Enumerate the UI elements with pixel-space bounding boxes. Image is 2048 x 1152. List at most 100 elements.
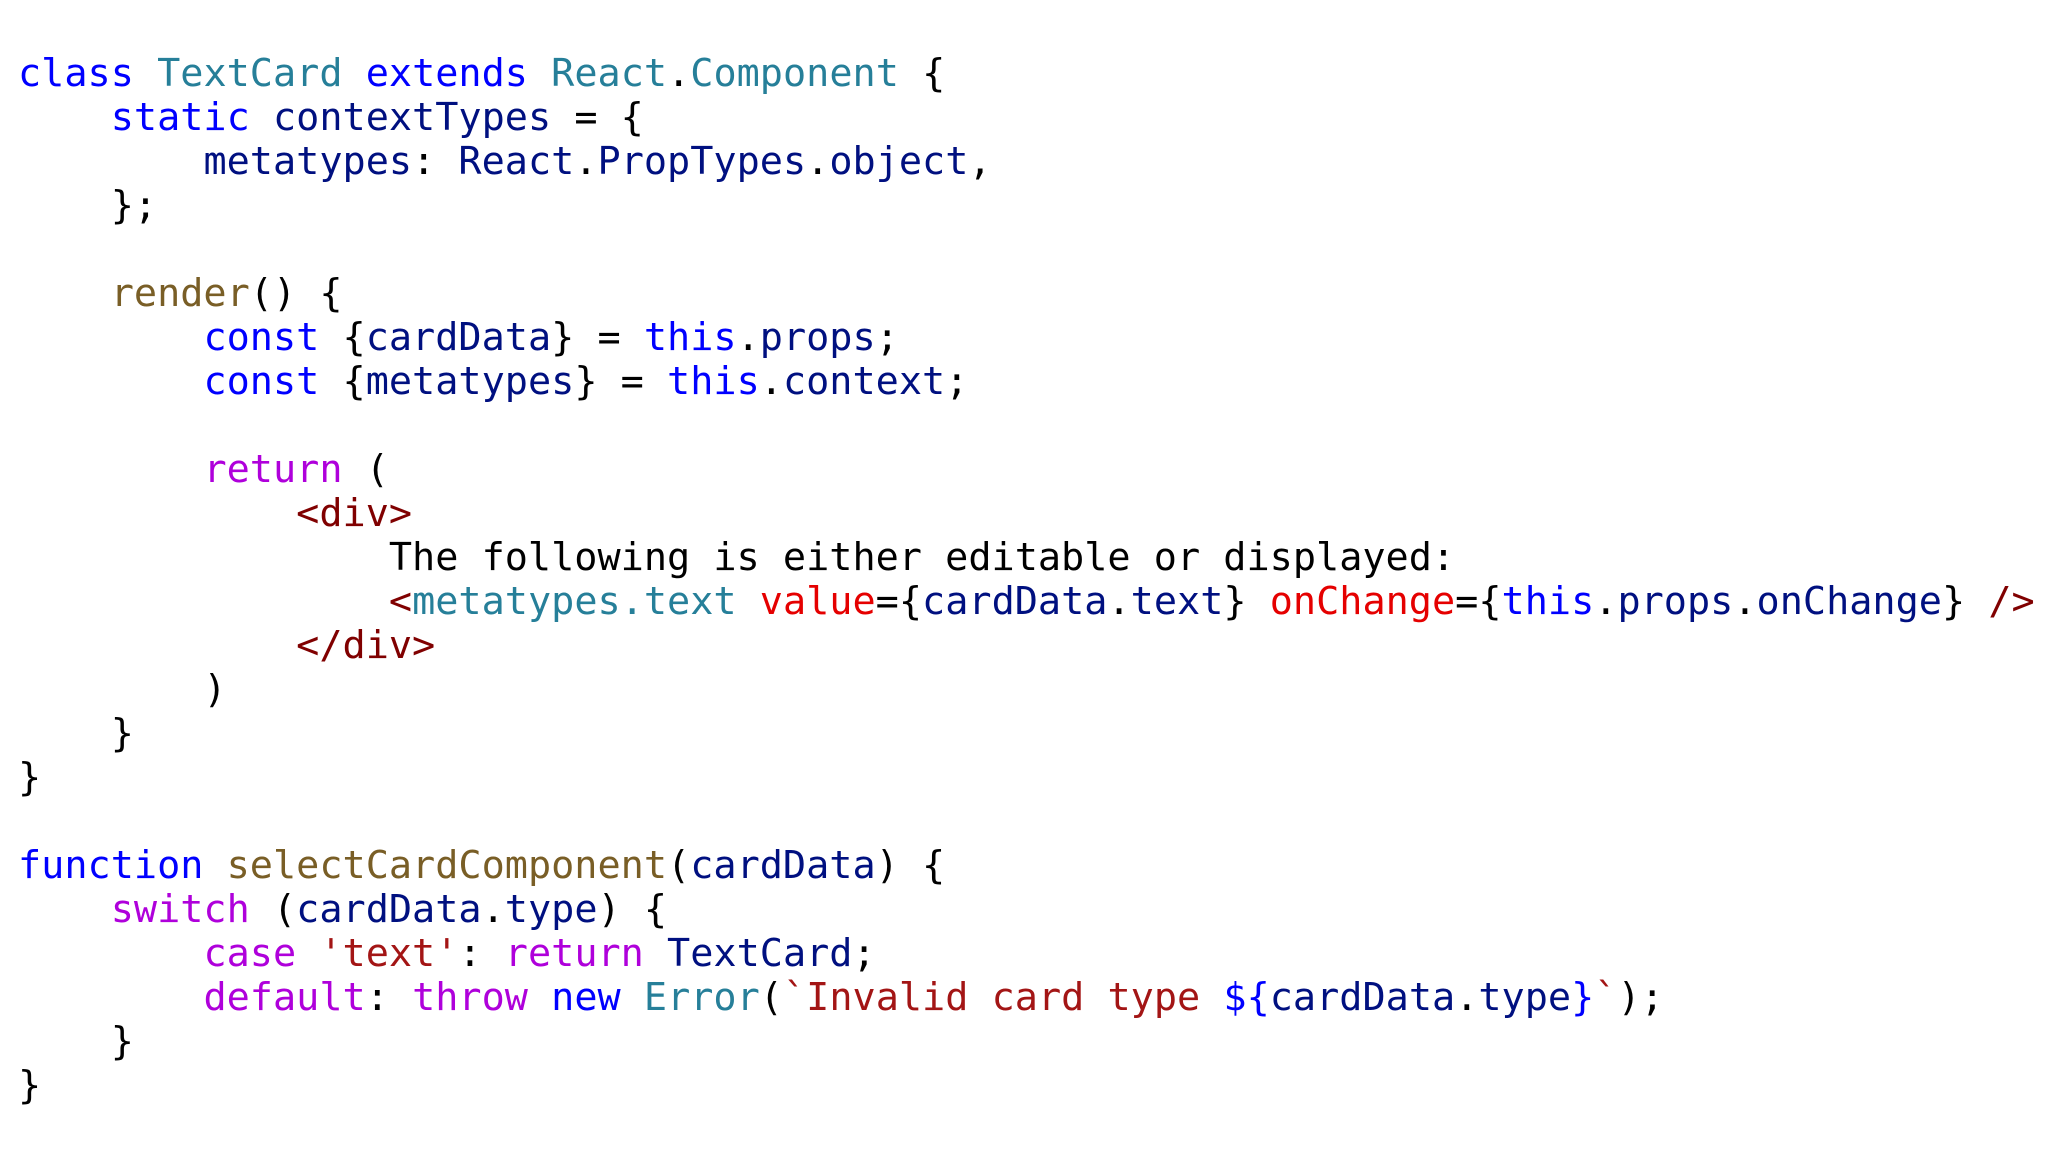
code-token: cardData (296, 887, 482, 932)
code-token (18, 271, 111, 316)
code-token: type (504, 887, 598, 932)
code-line: } (18, 1064, 2038, 1108)
code-token: . (574, 139, 598, 184)
code-token: ); (1617, 975, 1664, 1020)
code-editor[interactable]: class TextCard extends React.Component {… (18, 52, 2038, 1142)
code-token: function (18, 843, 204, 888)
code-token: } (18, 755, 42, 800)
code-token: . (806, 139, 830, 184)
code-token: ; (875, 315, 899, 360)
code-token (18, 491, 296, 536)
code-token: ={ (1455, 579, 1502, 624)
code-token: cardData (1269, 975, 1456, 1020)
code-token (343, 52, 366, 96)
code-token (203, 843, 226, 888)
code-token: extends (365, 52, 528, 96)
code-line: } (18, 1020, 2038, 1064)
code-token: return (504, 931, 644, 976)
code-token: metatypes (365, 359, 575, 404)
code-line: switch (cardData.type) { (18, 888, 2038, 932)
code-token: contextTypes (272, 95, 552, 140)
code-token: throw (412, 975, 528, 1020)
code-token: new (551, 975, 621, 1020)
code-line: } (18, 712, 2038, 756)
code-token (528, 52, 551, 96)
code-token (528, 975, 551, 1020)
blank-line (18, 228, 2038, 272)
code-token: this (643, 315, 737, 360)
code-token: . (1733, 579, 1757, 624)
code-token: cardData (365, 315, 552, 360)
code-token (18, 623, 296, 668)
code-token: ; (852, 931, 876, 976)
code-token: static (110, 95, 250, 140)
code-line: static contextTypes = { (18, 96, 2038, 140)
code-token: context (782, 359, 946, 404)
code-token: ( (759, 975, 783, 1020)
code-token: ) (18, 667, 227, 712)
code-token (18, 887, 111, 932)
code-token: metatypes (203, 139, 413, 184)
code-token: `Invalid card type (782, 975, 1224, 1020)
code-token: } = (551, 315, 644, 360)
code-token: } (1941, 579, 1989, 624)
code-token: ` (1594, 975, 1618, 1020)
code-token: </div> (296, 623, 436, 668)
code-token: React (458, 139, 575, 184)
code-token: : (412, 139, 459, 184)
code-token: } (18, 711, 134, 756)
code-token (296, 931, 319, 976)
code-token (18, 447, 203, 492)
code-line: metatypes: React.PropTypes.object, (18, 140, 2038, 184)
code-token: . (667, 52, 691, 96)
code-token: props (1617, 579, 1734, 624)
code-token (134, 52, 157, 96)
code-token: { (898, 52, 946, 96)
code-token: { (319, 359, 366, 404)
code-token: ) { (875, 843, 946, 888)
code-line: function selectCardComponent(cardData) { (18, 844, 2038, 888)
code-line: } (18, 756, 2038, 800)
code-token: ( (667, 843, 691, 888)
code-token: ( (249, 887, 297, 932)
code-token: onChange (1756, 579, 1942, 624)
code-token: < (388, 579, 413, 624)
code-token (621, 975, 644, 1020)
code-line: </div> (18, 624, 2038, 668)
code-line: return ( (18, 448, 2038, 492)
code-token (18, 359, 203, 404)
code-token: case (203, 931, 297, 976)
code-token: const (203, 359, 320, 404)
code-line: const {cardData} = this.props; (18, 316, 2038, 360)
code-token: TextCard (667, 931, 853, 976)
code-token: } = (574, 359, 668, 404)
code-token: . (736, 315, 760, 360)
code-token: metatypes.text (412, 579, 737, 624)
code-token: this (1501, 579, 1595, 624)
code-token: , (968, 139, 992, 184)
code-token: render (110, 271, 250, 316)
blank-line (18, 404, 2038, 448)
code-token (18, 95, 111, 140)
code-token (250, 95, 273, 140)
code-token: type (1478, 975, 1572, 1020)
code-line: ) (18, 668, 2038, 712)
code-token: . (759, 359, 783, 404)
code-token: React (551, 52, 668, 96)
code-token: return (203, 447, 343, 492)
code-token: switch (110, 887, 250, 932)
code-token: The following is either editable or disp… (18, 535, 1456, 580)
code-token: ={ (875, 579, 923, 624)
code-line: <div> (18, 492, 2038, 536)
code-line: }; (18, 184, 2038, 228)
code-line: class TextCard extends React.Component { (18, 52, 2038, 96)
code-token: onChange (1269, 579, 1456, 624)
code-token: ) { (597, 887, 668, 932)
code-token: class (18, 52, 134, 96)
code-token (18, 579, 389, 624)
code-line: <metatypes.text value={cardData.text} on… (18, 580, 2038, 624)
code-token: } (18, 1019, 134, 1064)
code-token (18, 315, 203, 360)
code-token: } (18, 1063, 42, 1108)
code-token: object (829, 139, 969, 184)
